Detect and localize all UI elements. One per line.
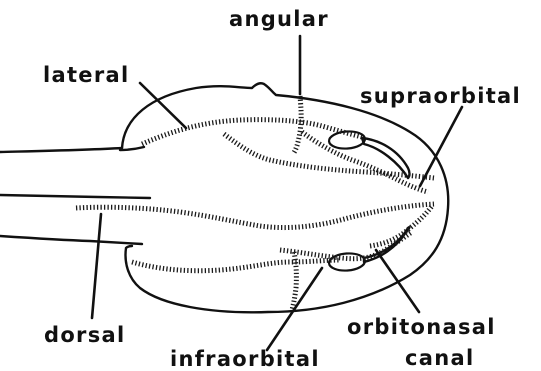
label-dorsal: dorsal bbox=[44, 323, 126, 347]
label-supraorbital: supraorbital bbox=[360, 84, 521, 108]
head-contour bbox=[122, 83, 448, 312]
dorsal-leader bbox=[92, 214, 101, 318]
gill-line bbox=[120, 147, 144, 150]
supraorbital-leader bbox=[420, 107, 462, 186]
label-infraorbital: infraorbital bbox=[170, 347, 320, 371]
canal-system bbox=[76, 96, 434, 310]
upper-nasal-streak bbox=[362, 138, 410, 178]
head-outline bbox=[0, 83, 448, 312]
angular-canal bbox=[293, 96, 301, 154]
label-canal: canal bbox=[405, 346, 474, 370]
upper-body-edge bbox=[0, 148, 122, 152]
dorsal-canal bbox=[76, 204, 434, 228]
lower-body-edge bbox=[0, 236, 142, 244]
mouth-line bbox=[0, 195, 150, 198]
orbitonasal-leader bbox=[376, 250, 419, 312]
upper-eye bbox=[328, 130, 365, 149]
labels: angular lateral supraorbital dorsal orbi… bbox=[43, 7, 521, 371]
label-lateral: lateral bbox=[43, 63, 129, 87]
label-angular: angular bbox=[229, 7, 329, 31]
eyes bbox=[328, 130, 409, 271]
label-orbitonasal: orbitonasal bbox=[347, 315, 496, 339]
lateral-canal-lower bbox=[132, 260, 340, 271]
